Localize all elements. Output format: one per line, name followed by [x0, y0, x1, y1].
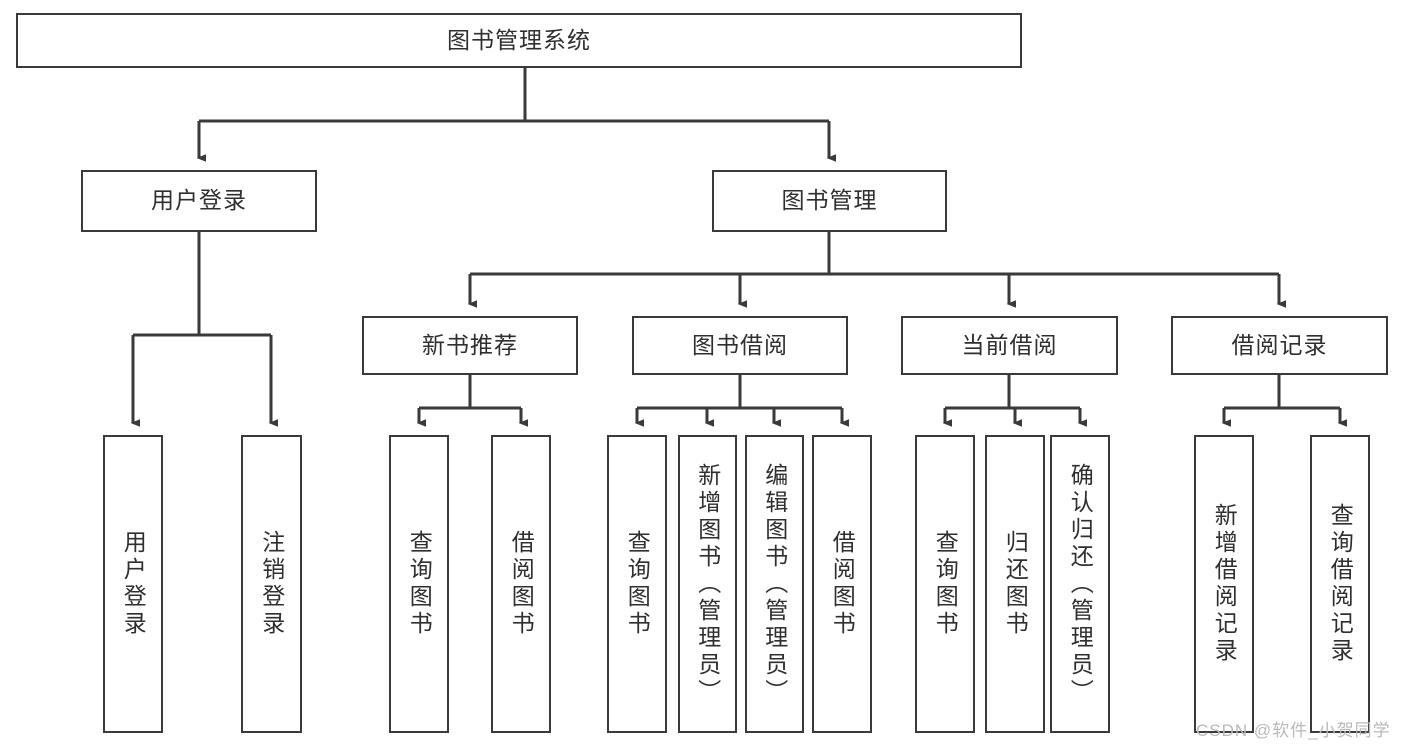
leaf-borrow-book-1[interactable]: 借阅图书 — [491, 435, 551, 733]
leaf-return-book[interactable]: 归还图书 — [985, 435, 1045, 733]
node-book-borrow-label: 图书借阅 — [692, 331, 788, 358]
node-current-borrow[interactable]: 当前借阅 — [901, 316, 1118, 375]
leaf-add-record[interactable]: 新增借阅记录 — [1194, 435, 1254, 733]
leaf-add-book-label: 新增图书（管理员） — [694, 462, 721, 706]
leaf-query-book-1[interactable]: 查询图书 — [389, 435, 449, 733]
leaf-query-book-2[interactable]: 查询图书 — [607, 435, 667, 733]
node-current-borrow-label: 当前借阅 — [961, 331, 1058, 358]
node-borrow-record-label: 借阅记录 — [1231, 331, 1328, 358]
leaf-edit-book-label: 编辑图书（管理员） — [761, 462, 788, 706]
node-new-book-recommend-label: 新书推荐 — [422, 331, 518, 358]
csdn-watermark: CSDN @软件_小贺同学 — [1196, 721, 1391, 740]
leaf-logout-login[interactable]: 注销登录 — [241, 435, 302, 733]
node-user-login[interactable]: 用户登录 — [81, 170, 317, 232]
node-user-login-label: 用户登录 — [151, 187, 247, 214]
leaf-query-book-2-label: 查询图书 — [624, 530, 651, 638]
node-book-borrow[interactable]: 图书借阅 — [632, 316, 848, 375]
leaf-add-book[interactable]: 新增图书（管理员） — [678, 435, 737, 733]
node-book-manage[interactable]: 图书管理 — [712, 170, 947, 232]
leaf-query-book-3[interactable]: 查询图书 — [915, 435, 975, 733]
node-root[interactable]: 图书管理系统 — [16, 13, 1022, 68]
leaf-confirm-return-label: 确认归还（管理员） — [1067, 462, 1094, 706]
leaf-borrow-book-1-label: 借阅图书 — [508, 530, 535, 638]
leaf-query-book-3-label: 查询图书 — [932, 530, 959, 638]
leaf-confirm-return[interactable]: 确认归还（管理员） — [1050, 435, 1110, 733]
leaf-query-record[interactable]: 查询借阅记录 — [1310, 435, 1370, 733]
leaf-logout-login-label: 注销登录 — [258, 530, 285, 638]
node-root-label: 图书管理系统 — [447, 26, 591, 53]
node-borrow-record[interactable]: 借阅记录 — [1171, 316, 1388, 375]
leaf-borrow-book-2[interactable]: 借阅图书 — [812, 435, 872, 733]
leaf-borrow-book-2-label: 借阅图书 — [829, 530, 856, 638]
leaf-query-record-label: 查询借阅记录 — [1327, 503, 1354, 665]
leaf-user-login-label: 用户登录 — [120, 530, 147, 638]
node-new-book-recommend[interactable]: 新书推荐 — [362, 316, 578, 375]
leaf-query-book-1-label: 查询图书 — [406, 530, 433, 638]
leaf-user-login[interactable]: 用户登录 — [103, 435, 163, 733]
leaf-add-record-label: 新增借阅记录 — [1211, 503, 1238, 665]
leaf-edit-book[interactable]: 编辑图书（管理员） — [745, 435, 804, 733]
node-book-manage-label: 图书管理 — [781, 187, 878, 214]
leaf-return-book-label: 归还图书 — [1002, 530, 1029, 638]
